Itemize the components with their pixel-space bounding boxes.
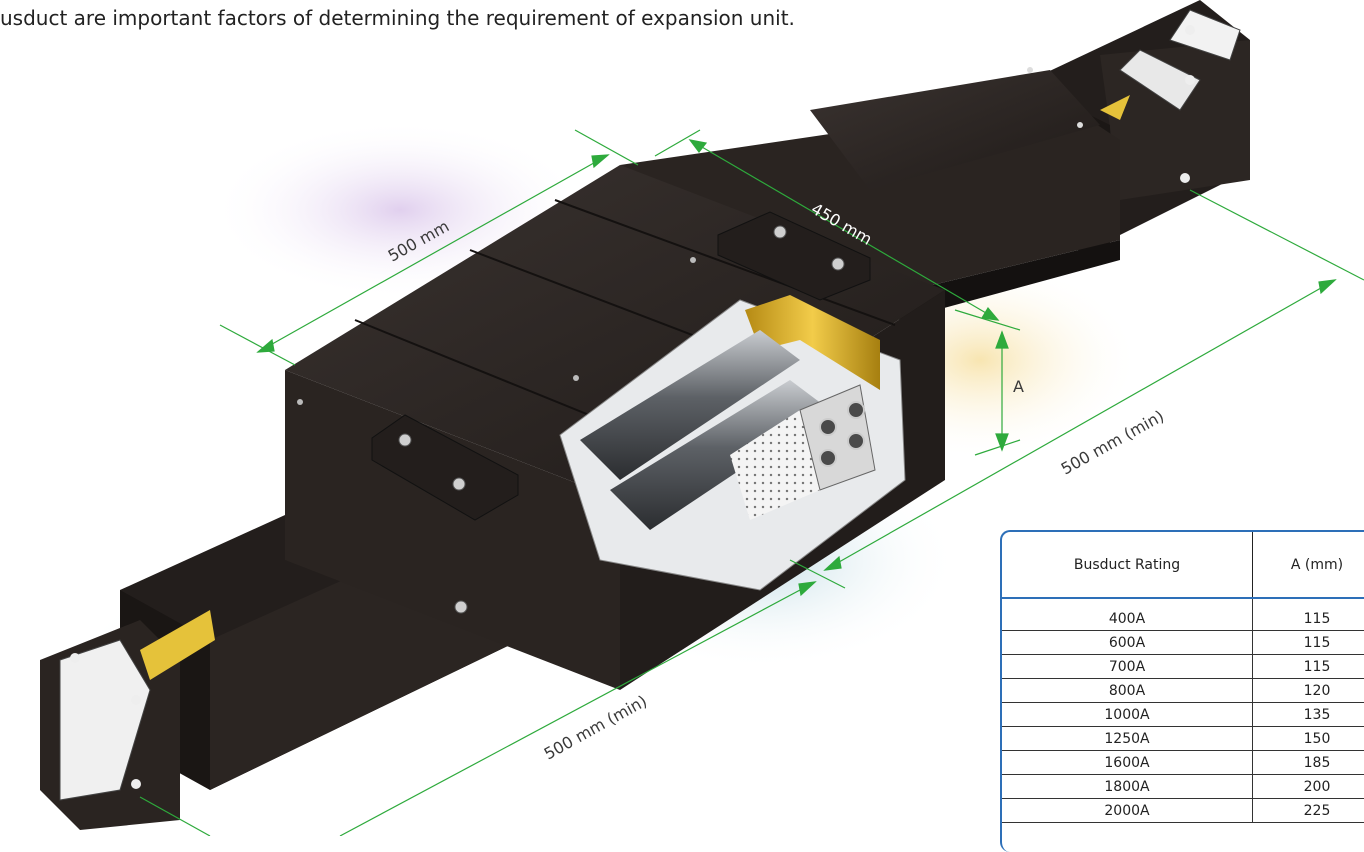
a-value-cell: 225: [1253, 799, 1364, 823]
a-value-cell: 115: [1253, 607, 1364, 631]
rating-cell: 2000A: [1002, 799, 1253, 823]
a-value-cell: 120: [1253, 679, 1364, 703]
rating-cell: 700A: [1002, 655, 1253, 679]
rating-cell: 600A: [1002, 631, 1253, 655]
rating-cell: 800A: [1002, 679, 1253, 703]
rating-cell: 1800A: [1002, 775, 1253, 799]
dimension-top-length: 500 mm: [385, 216, 453, 265]
dimension-height-a: A: [1013, 377, 1024, 396]
a-value-cell: 150: [1253, 727, 1364, 751]
dimension-bottom-min: 500 mm (min): [541, 691, 650, 763]
dimension-right-min: 500 mm (min): [1058, 406, 1167, 478]
header-busduct-rating: Busduct Rating: [1002, 532, 1253, 598]
a-value-cell: 115: [1253, 655, 1364, 679]
a-value-cell: 200: [1253, 775, 1364, 799]
a-value-cell: 115: [1253, 631, 1364, 655]
rating-cell: 1000A: [1002, 703, 1253, 727]
rating-cell: 400A: [1002, 607, 1253, 631]
header-a-mm: A (mm): [1253, 532, 1364, 598]
rating-cell: 1250A: [1002, 727, 1253, 751]
a-value-cell: 135: [1253, 703, 1364, 727]
rating-cell: 1600A: [1002, 751, 1253, 775]
a-value-cell: 185: [1253, 751, 1364, 775]
